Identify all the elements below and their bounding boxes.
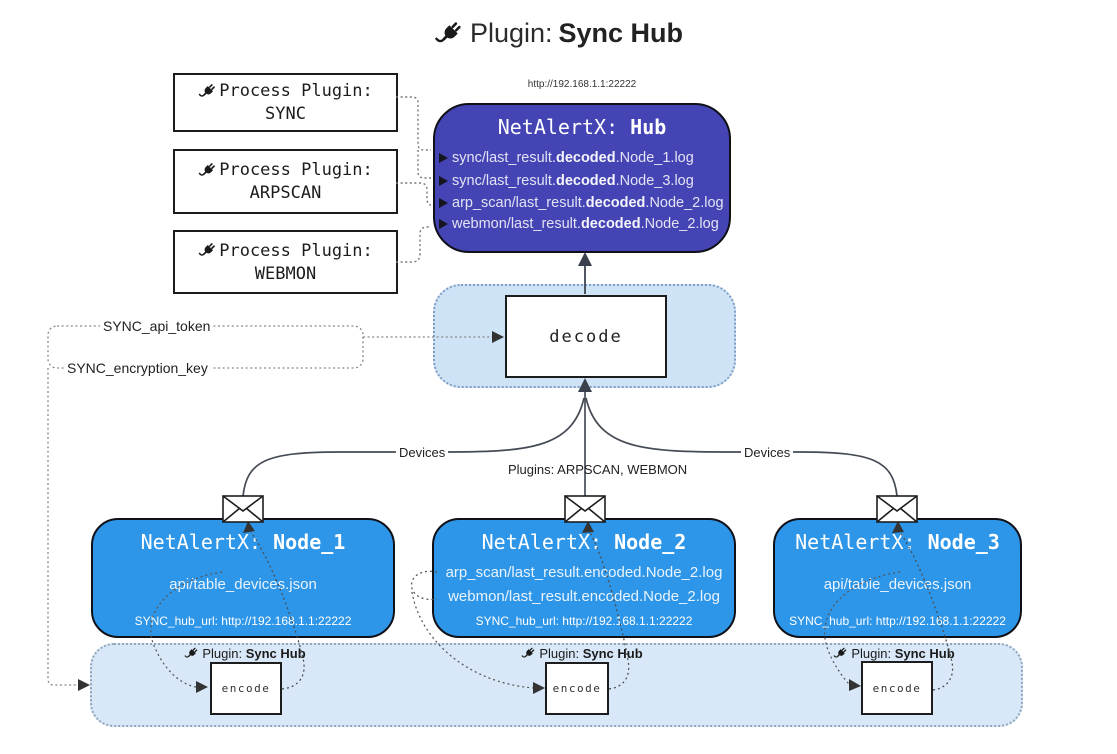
hub-log-line: arp_scan/last_result.decoded.Node_2.log	[439, 192, 724, 213]
process-plugin-label: Process Plugin:	[219, 240, 373, 261]
arrow-right-icon	[439, 152, 448, 163]
hub-url: http://192.168.1.1:22222	[527, 79, 637, 90]
hub-log-line: sync/last_result.decoded.Node_3.log	[439, 169, 721, 192]
plug-icon	[521, 647, 535, 658]
process-plugin-name: SYNC	[265, 104, 306, 124]
title-bold: Sync Hub	[558, 18, 684, 48]
plug-icon	[198, 162, 216, 176]
netalertx-hub-box: NetAlertX: Hub sync/last_result.decoded.…	[433, 103, 731, 253]
plug-icon	[198, 83, 216, 97]
encode-box: encode	[210, 662, 282, 715]
netalertx-node1-box: NetAlertX: Node_1 api/table_devices.json…	[91, 518, 395, 638]
hub-log-line: webmon/last_result.decoded.Node_2.log	[439, 213, 721, 234]
process-plugin-name: WEBMON	[254, 263, 317, 284]
node-hub-url: SYNC_hub_url: http://192.168.1.1:22222	[134, 614, 352, 628]
process-plugin-label: Process Plugin:	[219, 160, 373, 180]
node-file-line: webmon/last_result.encoded.Node_2.log	[448, 587, 720, 605]
node-file-line: api/table_devices.json	[823, 575, 972, 593]
encode-box: encode	[545, 662, 609, 715]
strip-plugin-label: Plugin: Sync Hub	[819, 646, 969, 661]
page-title: Plugin: Sync Hub	[0, 18, 1117, 49]
process-plugin-arpscan-box: Process Plugin: ARPSCAN	[173, 149, 398, 214]
strip-plugin-label: Plugin: Sync Hub	[507, 646, 657, 661]
plug-icon	[434, 21, 461, 42]
netalertx-node2-box: NetAlertX: Node_2 arp_scan/last_result.e…	[432, 518, 736, 638]
plug-icon	[833, 647, 847, 658]
hub-log-line: sync/last_result.decoded.Node_1.log	[439, 146, 721, 169]
node-hub-url: SYNC_hub_url: http://192.168.1.1:22222	[475, 614, 693, 628]
process-plugin-label: Process Plugin:	[219, 81, 373, 101]
title-prefix: Plugin:	[469, 18, 553, 48]
node-file-line: arp_scan/last_result.encoded.Node_2.log	[445, 563, 723, 581]
node-title: NetAlertX: Node_2	[481, 530, 687, 554]
plug-icon	[198, 243, 216, 256]
decode-box: decode	[505, 295, 667, 378]
arrow-right-icon	[439, 197, 448, 208]
strip-plugin-label: Plugin: Sync Hub	[170, 646, 320, 661]
node-file-line: api/table_devices.json	[169, 575, 317, 593]
netalertx-node3-box: NetAlertX: Node_3 api/table_devices.json…	[773, 518, 1022, 638]
plug-icon	[184, 647, 198, 658]
node-title: NetAlertX: Node_3	[795, 530, 1000, 554]
process-plugin-webmon-box: Process Plugin: WEBMON	[173, 230, 398, 294]
node-hub-url: SYNC_hub_url: http://192.168.1.1:22222	[789, 614, 1006, 628]
encode-box: encode	[861, 661, 933, 715]
process-plugin-sync-box: Process Plugin: SYNC	[173, 73, 398, 132]
arrow-right-icon	[439, 175, 448, 186]
node-title: NetAlertX: Node_1	[140, 530, 346, 554]
arrow-right-icon	[439, 218, 448, 229]
process-plugin-name: ARPSCAN	[249, 183, 322, 203]
hub-title: NetAlertX: Hub	[497, 115, 667, 139]
